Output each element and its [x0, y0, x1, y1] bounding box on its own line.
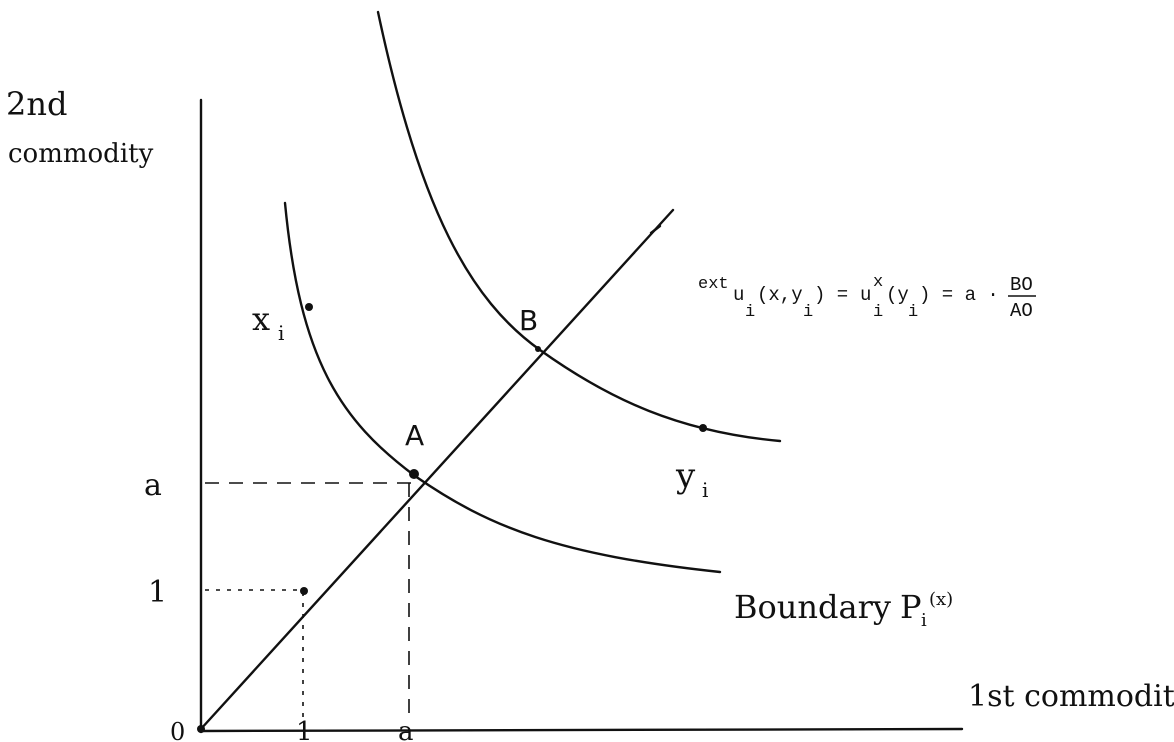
formula-args2-close: ) = a ·	[919, 284, 1010, 306]
label-B: B	[519, 304, 538, 337]
boundary-symbol: P	[900, 588, 922, 626]
formula-prefix: ext	[698, 275, 729, 294]
upper-indifference-curve	[376, 10, 782, 443]
boundary-symbol-sub: i	[921, 610, 927, 631]
formula-args1-sub: i	[803, 303, 813, 322]
formula-u2-sup: x	[873, 273, 883, 292]
y-tick-one: 1	[148, 575, 167, 610]
formula: ext u i (x,y i ) = u x i (y i ) = a · BO…	[698, 273, 1036, 322]
formula-u2: u	[860, 284, 871, 306]
point-B	[535, 346, 541, 352]
boundary-label: Boundary	[734, 588, 891, 626]
label-y-i: y	[675, 456, 696, 496]
formula-u1-sub: i	[745, 303, 755, 322]
label-x-i-sub: i	[278, 321, 284, 345]
boundary-symbol-arg: (x)	[929, 589, 953, 610]
boundary-curve	[283, 201, 722, 574]
formula-u1: u	[733, 284, 744, 306]
label-A: A	[405, 419, 424, 452]
origin-label: 0	[170, 718, 185, 742]
formula-numerator: BO	[1010, 274, 1033, 296]
point-unit	[300, 587, 308, 595]
formula-args2: (y	[886, 284, 909, 306]
formula-args1: (x,y	[757, 284, 803, 306]
ray-from-origin	[198, 208, 675, 732]
label-x-i: x	[252, 300, 270, 338]
ray-arrow-tick	[649, 224, 662, 235]
formula-args2-sub: i	[908, 303, 918, 322]
label-y-i-sub: i	[702, 478, 708, 502]
x-axis	[198, 727, 964, 733]
point-x-i	[305, 303, 313, 311]
formula-args1-close: ) =	[814, 284, 860, 306]
x-axis-label: 1st commodity	[968, 679, 1174, 714]
x-tick-one: 1	[296, 717, 313, 742]
formula-denominator: AO	[1010, 300, 1033, 322]
y-axis-label-line2: commodity	[8, 139, 154, 169]
point-A	[409, 469, 419, 479]
y-axis-label-line1: 2nd	[6, 85, 67, 123]
formula-u2-sub: i	[873, 303, 883, 322]
y-tick-a: a	[144, 468, 162, 503]
point-origin	[197, 725, 205, 733]
x-tick-a: a	[398, 717, 414, 742]
point-y-i	[699, 424, 707, 432]
